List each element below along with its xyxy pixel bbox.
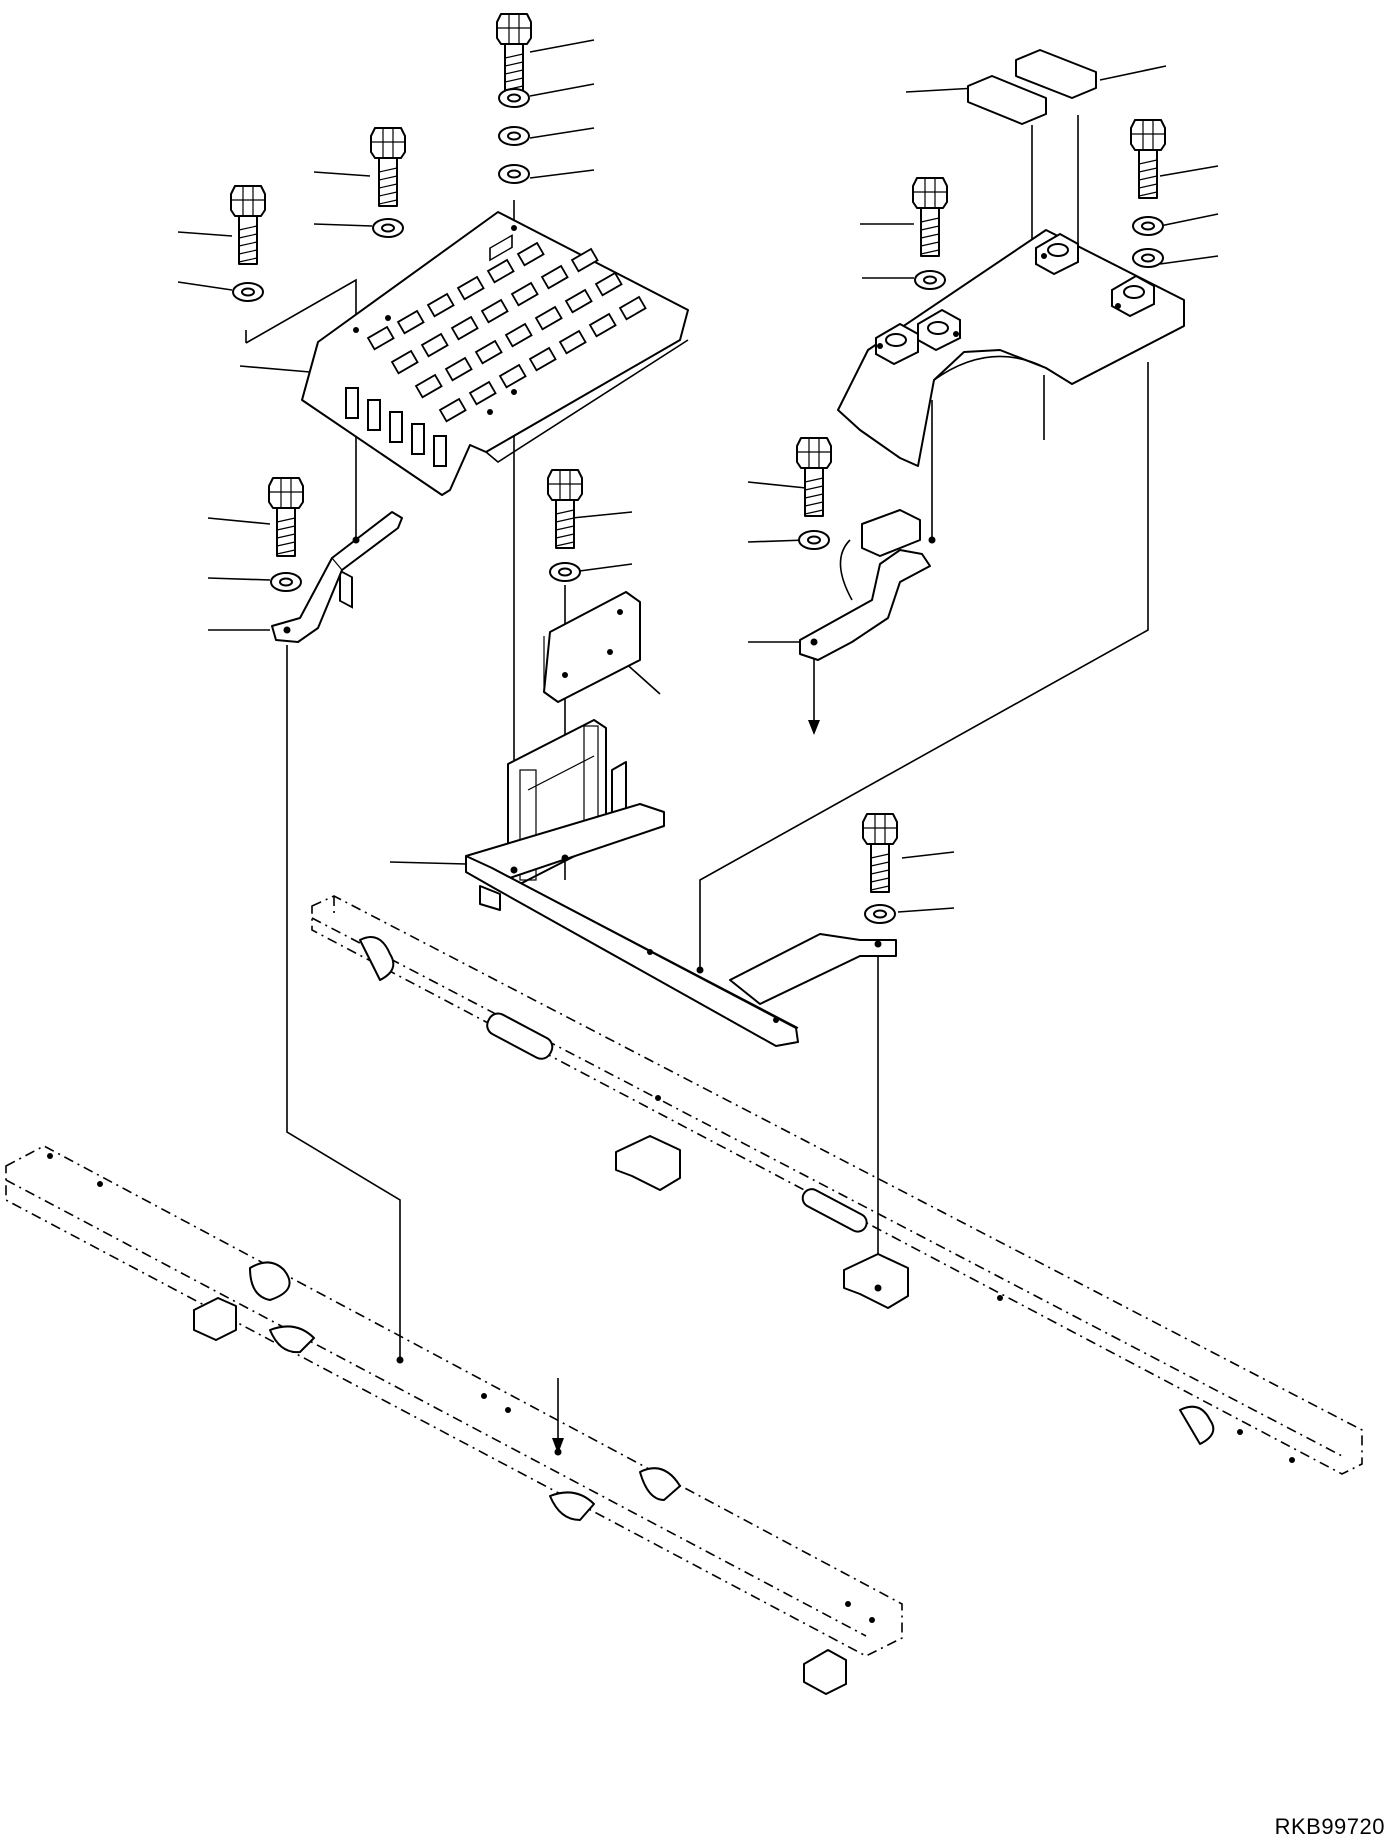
frame-rail-right	[311, 895, 1363, 1475]
washer-icon	[864, 904, 896, 924]
bolt-icon	[370, 127, 406, 207]
cover-plate	[837, 229, 1185, 467]
washer-icon	[1132, 216, 1164, 236]
drawing-code-label: RKB99720	[1274, 1814, 1385, 1839]
bolt-icon	[1130, 119, 1166, 199]
fasteners	[230, 13, 1166, 924]
bolt-icon	[912, 177, 948, 257]
right-bracket	[799, 509, 936, 661]
floor-grating	[301, 211, 689, 609]
washer-icon	[798, 530, 830, 550]
washer-icon	[914, 270, 946, 290]
washer-icon	[498, 88, 530, 108]
left-bracket	[271, 511, 403, 643]
bolt-icon	[268, 477, 304, 557]
seat-stand	[465, 719, 897, 1047]
mounting-plate	[543, 591, 641, 703]
frame-rail-left	[5, 1145, 903, 1695]
pads	[967, 49, 1097, 125]
washer-icon	[498, 126, 530, 146]
bolt-icon	[862, 813, 898, 893]
bolt-icon	[230, 185, 266, 265]
bolt-icon	[547, 469, 583, 549]
washer-icon	[232, 282, 264, 302]
washer-icon	[270, 572, 302, 592]
washer-icon	[372, 218, 404, 238]
bolt-icon	[796, 437, 832, 517]
washer-icon	[549, 562, 581, 582]
washer-icon	[1132, 248, 1164, 268]
bolt-icon	[496, 13, 532, 93]
washer-icon	[498, 164, 530, 184]
